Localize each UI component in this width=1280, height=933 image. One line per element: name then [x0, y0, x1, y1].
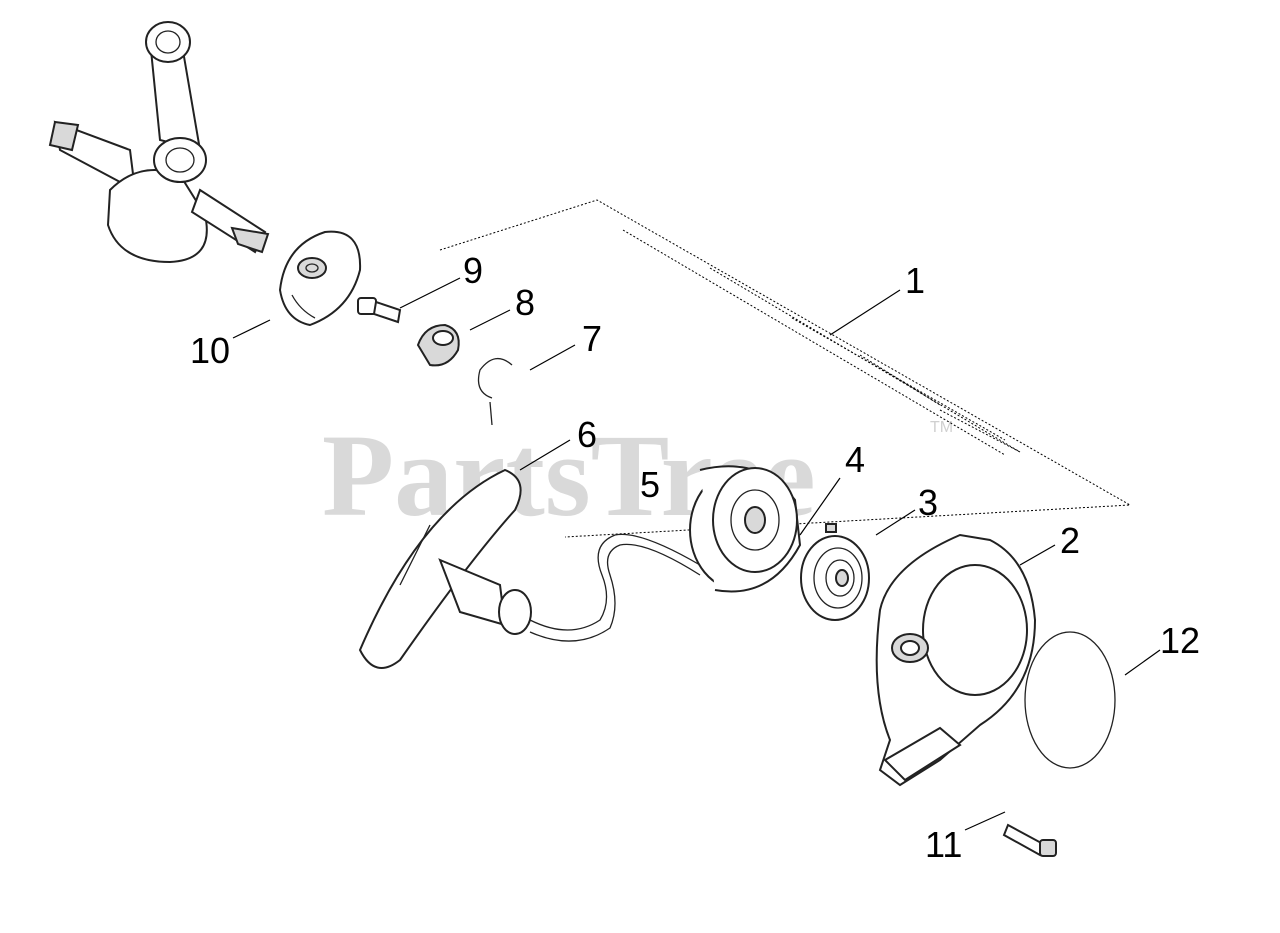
part-8-pawl: [416, 323, 460, 367]
callout-3: 3: [918, 482, 938, 523]
part-12-gasket: [1024, 631, 1116, 769]
callout-5: 5: [640, 464, 660, 505]
part-11-bolt: [1002, 823, 1057, 857]
callout-7: 7: [582, 318, 602, 359]
watermark-trademark: TM: [930, 419, 953, 436]
part-2-housing: [875, 533, 1037, 787]
callout-8: 8: [515, 282, 535, 323]
callout-10: 10: [190, 330, 230, 371]
callout-12: 12: [1160, 620, 1200, 661]
part-4-washer: [825, 523, 837, 533]
crankshaft-assembly: [48, 21, 270, 264]
part-6-handle: [358, 468, 701, 669]
callout-1: 1: [905, 260, 925, 301]
callout-4: 4: [845, 439, 865, 480]
part-10-plate: [278, 230, 362, 327]
callout-6: 6: [577, 414, 597, 455]
callout-labels: 1 2 3 4 5 6 7 8 9 10 11 12: [190, 250, 1200, 865]
assembly-bracket: [439, 199, 1132, 538]
callout-2: 2: [1060, 520, 1080, 561]
part-7-clip: [477, 358, 513, 426]
part-3-spring: [800, 535, 870, 621]
part-5-reel: [689, 465, 802, 593]
callout-9: 9: [463, 250, 483, 291]
callout-11: 11: [925, 824, 962, 865]
leader-lines: [232, 277, 1161, 831]
part-9-screw: [357, 297, 402, 324]
